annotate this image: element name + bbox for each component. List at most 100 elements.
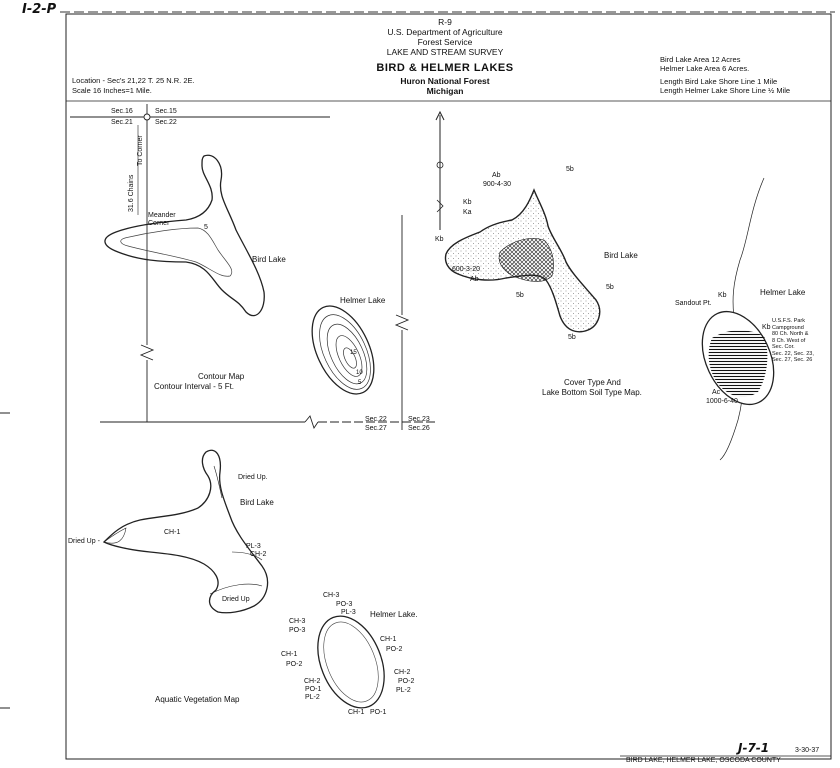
section-line-break [139, 344, 155, 361]
helmer-area-stat: Helmer Lake Area 6 Acres. [660, 64, 750, 73]
section-line-right-break [394, 314, 410, 331]
helmer-contour-0 [311, 305, 375, 395]
camp-note-line: Campground [772, 324, 804, 331]
north-arrow [435, 110, 445, 230]
section-corner-marker [143, 113, 151, 121]
veg-helmer-ch3-left: CH-3 [289, 618, 306, 625]
camp-note-line: Sec. Cor. [772, 344, 795, 350]
code-kb-helmer-2: Kb [762, 324, 771, 331]
veg-helmer-po1-left: PO-1 [305, 686, 322, 693]
helmer-contour-3 [335, 335, 363, 377]
veg-helmer-lake-outline [317, 615, 385, 709]
sec22-label: Sec.22 [155, 119, 177, 126]
veg-helmer-ch1-left: CH-1 [281, 651, 298, 658]
bird-lake-contour-5ft [120, 227, 233, 277]
cover-helmer-lake-label: Helmer Lake [760, 288, 806, 297]
helmer-depth-5-label: 5 [358, 380, 362, 386]
footer-number: J-7-1 [738, 741, 770, 755]
code-kb-1: Kb [463, 199, 472, 206]
helmer-contour-1 [319, 314, 371, 390]
code-ac-value: 1000-6-40 [706, 398, 738, 405]
code-kb-left: Kb [435, 236, 444, 243]
camp-note-line: Sec. 22, Sec. 23, [772, 350, 814, 357]
camp-note-line: Sec. 27, Sec. 26 [772, 357, 813, 363]
veg-map-title: Aquatic Vegetation Map [155, 695, 240, 704]
sec26-label: Sec.26 [408, 425, 430, 432]
footer-date: 3-30-37 [795, 747, 820, 754]
veg-helmer-po3-top: PO-3 [336, 601, 353, 608]
sec21-label: Sec.21 [111, 119, 133, 126]
sec23-label: Sec.23 [408, 416, 430, 423]
header-block: R-9 U.S. Department of Agriculture Fores… [330, 17, 560, 96]
header-service: Forest Service [417, 37, 473, 47]
veg-helmer-lake-label: Helmer Lake. [370, 610, 418, 619]
code-ab-top: Ab [492, 172, 501, 179]
scale-text: Scale 16 Inches=1 Mile. [72, 86, 152, 95]
contour-helmer-lake-label: Helmer Lake [340, 296, 386, 305]
veg-dried-up-left-label: Dried Up - [68, 538, 100, 545]
veg-helmer-po1-bottom: PO-1 [370, 709, 387, 716]
camp-note-line: U.S.F.S. Park [772, 318, 806, 324]
code-5b-bottom: 5b [568, 334, 576, 341]
bird-shore-stat: Length Bird Lake Shore Line 1 Mile [660, 77, 778, 86]
footer-caption: BIRD LAKE, HELMER LAKE, OSCODA COUNTY [626, 757, 781, 764]
camp-note-line: 8 Ch. West of [772, 337, 806, 344]
veg-helmer-pl3-top: PL-3 [341, 609, 356, 616]
chains-label: 31.6 Chains [128, 174, 135, 212]
cover-bird-lake-hatched-area [498, 238, 554, 282]
cover-map-subtitle: Lake Bottom Soil Type Map. [542, 388, 642, 397]
veg-helmer-ch2-left: CH-2 [304, 678, 321, 685]
helmer-shore-stat: Length Helmer Lake Shore Line ½ Mile [660, 86, 791, 95]
code-ka-2: Ka [463, 209, 472, 216]
bird-area-stat: Bird Lake Area 12 Acres [660, 55, 741, 64]
helmer-contour-2 [326, 323, 368, 385]
code-ab-top-value: 900-4-30 [483, 181, 512, 188]
camp-note-line: 80 Ch. North & [772, 331, 809, 337]
cover-helmer-lake-lined-area [708, 330, 768, 398]
veg-helmer-ch1-right: CH-1 [380, 636, 397, 643]
veg-dried-up-bottom [209, 583, 263, 595]
veg-helmer-po2-left: PO-2 [286, 661, 303, 668]
contour-bird-lake-label: Bird Lake [252, 255, 286, 264]
campground-note: U.S.F.S. Park Campground 80 Ch. North & … [772, 318, 814, 364]
bird-depth-5-label: 5 [204, 224, 208, 231]
cover-map-title: Cover Type And [564, 378, 621, 387]
veg-bird-pl3: PL-3 [246, 543, 261, 550]
veg-helmer-po2-right2: PO-2 [398, 678, 415, 685]
location-text: Location - Sec's 21,22 T. 25 N.R. 2E. [72, 76, 195, 85]
sec16-label: Sec.16 [111, 108, 133, 115]
header-state: Michigan [426, 86, 464, 96]
veg-dried-up-top [213, 465, 223, 499]
header-title: BIRD & HELMER LAKES [376, 62, 514, 74]
code-ac-helmer: Ac [712, 389, 721, 396]
code-5b-right-top: 5b [566, 166, 574, 173]
veg-bird-ch1: CH-1 [164, 529, 181, 536]
cover-bird-lake-label: Bird Lake [604, 251, 638, 260]
veg-divider [231, 551, 263, 561]
veg-helmer-pl2-right: PL-2 [396, 687, 411, 694]
header-department: U.S. Department of Agriculture [387, 27, 503, 37]
code-5b-right: 5b [606, 284, 614, 291]
veg-helmer-ch1-bottom: CH-1 [348, 709, 365, 716]
veg-helmer-po3-left: PO-3 [289, 627, 306, 634]
header-code: R-9 [438, 17, 452, 27]
to-corner-label: To Corner [137, 135, 144, 166]
code-kb-helmer: Kb [718, 292, 727, 299]
sec27-label: Sec.27 [365, 425, 387, 432]
veg-dried-up-bottom-label: Dried Up [222, 596, 250, 603]
helmer-depth-10-label: 10 [356, 370, 363, 376]
header-forest: Huron National Forest [400, 76, 490, 86]
veg-helmer-po2-right: PO-2 [386, 646, 403, 653]
corner-label: Corner [148, 220, 170, 227]
section-line-bottom-break [304, 415, 319, 430]
veg-dried-up-left [103, 527, 127, 544]
veg-helmer-ch2-right: CH-2 [394, 669, 411, 676]
header-survey: LAKE AND STREAM SURVEY [386, 47, 504, 57]
helmer-contour-4 [343, 347, 357, 369]
contour-map-title: Contour Map [198, 372, 245, 381]
code-value-left: 600-3-20 [452, 266, 481, 273]
sec15-label: Sec.15 [155, 108, 177, 115]
sec22b-label: Sec.22 [365, 416, 387, 423]
code-5b-left: 5b [516, 292, 524, 299]
